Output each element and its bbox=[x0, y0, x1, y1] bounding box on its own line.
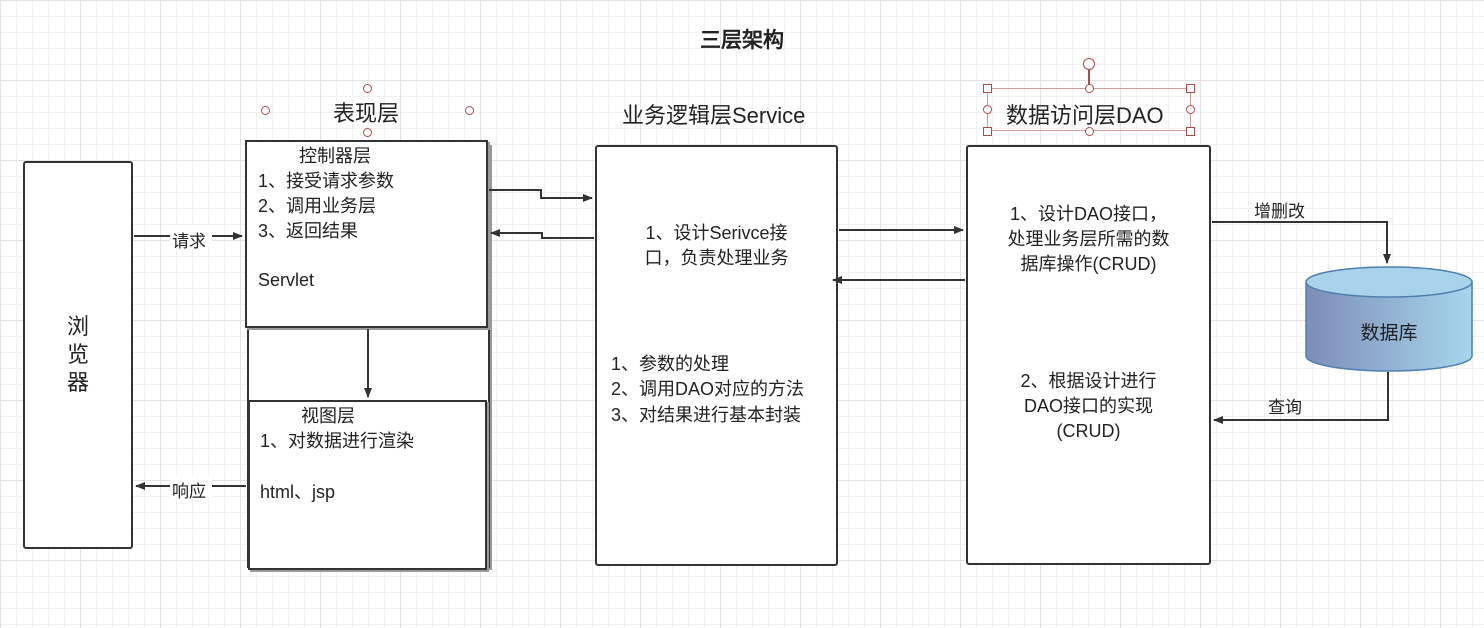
selection-handle[interactable] bbox=[1186, 84, 1195, 93]
selection-handle[interactable] bbox=[261, 106, 270, 115]
service-description: 1、设计Serivce接 口，负责处理业务 bbox=[644, 223, 789, 268]
service-box[interactable] bbox=[595, 145, 838, 566]
selection-handle[interactable] bbox=[363, 128, 372, 137]
service-item: 2、调用DAO对应的方法 bbox=[611, 379, 805, 399]
selection-handle[interactable] bbox=[983, 105, 992, 114]
database-label: 数据库 bbox=[1360, 323, 1418, 344]
view-item: 1、对数据进行渲染 bbox=[260, 431, 415, 451]
controller-item: 1、接受请求参数 bbox=[258, 171, 395, 191]
edge-service-to-controller bbox=[490, 229, 594, 239]
edge-modify bbox=[1212, 221, 1391, 264]
rotate-handle-stem bbox=[1088, 67, 1090, 85]
selection-handle[interactable] bbox=[1186, 105, 1195, 114]
controller-item: 3、返回结果 bbox=[258, 221, 359, 241]
controller-item: 2、调用业务层 bbox=[258, 196, 377, 216]
edge-label-response: 响应 bbox=[172, 482, 206, 501]
selection-handle[interactable] bbox=[1085, 127, 1094, 136]
edge-label-modify: 增删改 bbox=[1254, 202, 1305, 221]
browser-box[interactable] bbox=[23, 161, 133, 549]
edge-query bbox=[1213, 372, 1389, 424]
selection-handle[interactable] bbox=[983, 84, 992, 93]
service-item: 1、参数的处理 bbox=[611, 354, 730, 374]
database-cylinder bbox=[1305, 266, 1473, 372]
service-item: 3、对结果进行基本封装 bbox=[611, 405, 802, 425]
selection-handle[interactable] bbox=[465, 106, 474, 115]
dao-description: 1、设计DAO接口， 处理业务层所需的数 据库操作(CRUD) bbox=[1007, 204, 1170, 274]
controller-title: 控制器层 bbox=[299, 146, 371, 166]
layer-title-presentation: 表现层 bbox=[333, 101, 400, 126]
selection-handle[interactable] bbox=[1186, 127, 1195, 136]
edge-label-query: 查询 bbox=[1268, 398, 1302, 417]
view-title: 视图层 bbox=[301, 406, 355, 426]
selection-handle[interactable] bbox=[983, 127, 992, 136]
view-box[interactable] bbox=[248, 400, 487, 570]
view-tech: html、jsp bbox=[260, 482, 336, 502]
edge-controller-to-service bbox=[489, 189, 593, 202]
selection-handle[interactable] bbox=[363, 84, 372, 93]
browser-label: 浏 览 器 bbox=[66, 314, 89, 395]
dao-box[interactable] bbox=[966, 145, 1211, 565]
rotate-handle-icon[interactable] bbox=[1083, 58, 1095, 70]
dao-implementation: 2、根据设计进行 DAO接口的实现 (CRUD) bbox=[1020, 371, 1157, 441]
controller-box[interactable] bbox=[245, 140, 488, 328]
edge-label-request: 请求 bbox=[172, 232, 206, 251]
diagram-title: 三层架构 bbox=[700, 29, 784, 52]
layer-title-business: 业务逻辑层Service bbox=[622, 103, 806, 128]
layer-title-dao: 数据访问层DAO bbox=[1006, 103, 1164, 128]
controller-tech: Servlet bbox=[258, 270, 315, 290]
